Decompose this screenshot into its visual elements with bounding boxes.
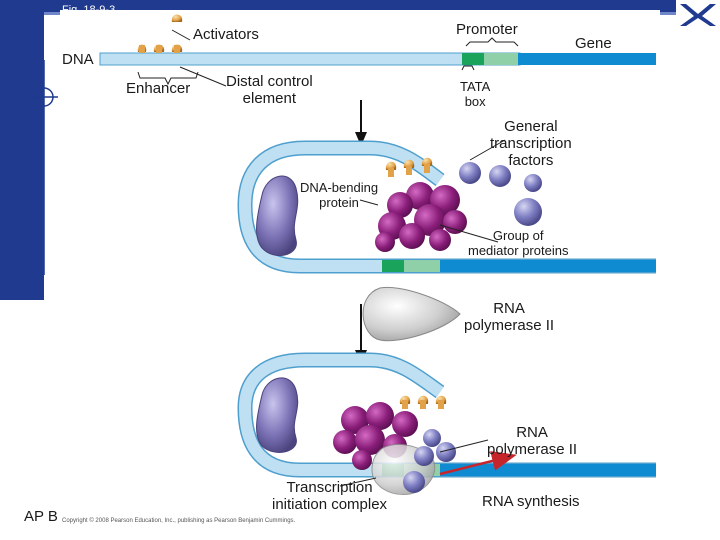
- label-enhancer: Enhancer: [126, 80, 191, 97]
- leader-lines-bottom: [339, 439, 489, 487]
- leader-lines-middle: [359, 139, 506, 243]
- dna-strand-top: [99, 52, 656, 66]
- slide-left-panel: [0, 0, 44, 300]
- figure-label: Fig. 18-9-3: [62, 4, 116, 16]
- activator-proteins-top: [137, 14, 183, 53]
- rna-polymerase-free: [362, 286, 461, 342]
- course-title: AP B: [24, 508, 58, 525]
- leader-lines-top: [137, 29, 519, 87]
- mediator-proteins-bottom: [333, 402, 418, 470]
- process-arrow-1: [355, 100, 367, 146]
- slide-top-bar: [0, 0, 720, 12]
- dna-loop-middle: [237, 140, 656, 274]
- label-activators: Activators: [193, 26, 259, 43]
- rna-synthesis-arrow: [439, 451, 517, 476]
- dna-bending-protein: [256, 175, 299, 257]
- label-general-transcription-factors: General transcription factors: [490, 118, 572, 169]
- dna-loop-bottom: [237, 352, 656, 478]
- label-dna: DNA: [62, 51, 94, 68]
- activator-proteins-middle: [385, 157, 433, 177]
- label-dna-bending-protein: DNA-bending protein: [300, 180, 379, 210]
- activator-proteins-bottom: [399, 395, 447, 409]
- label-rna-polymerase-ii: RNA polymerase II: [464, 300, 555, 334]
- label-transcription-initiation-complex: Transcription initiation complex: [272, 479, 388, 513]
- label-promoter: Promoter: [456, 21, 518, 38]
- label-mediator-proteins: Group of mediator proteins: [468, 228, 569, 258]
- copyright-notice: Copyright © 2008 Pearson Education, Inc.…: [62, 518, 296, 524]
- label-rna-polymerase-ii-bound: RNA polymerase II: [487, 424, 578, 458]
- mediator-proteins-cluster: [375, 182, 467, 252]
- label-rna-synthesis: RNA synthesis: [482, 493, 580, 510]
- dna-bending-protein-bottom: [256, 377, 299, 453]
- general-transcription-factors: [459, 162, 542, 226]
- slide-corner-logo-icon: [676, 0, 720, 28]
- label-tata-box: TATA box: [460, 79, 491, 109]
- label-gene: Gene: [575, 35, 612, 52]
- general-transcription-factors-bound: [403, 429, 456, 493]
- slide-crosshair-icon: [30, 60, 58, 275]
- label-distal-control-element: Distal control element: [226, 73, 313, 107]
